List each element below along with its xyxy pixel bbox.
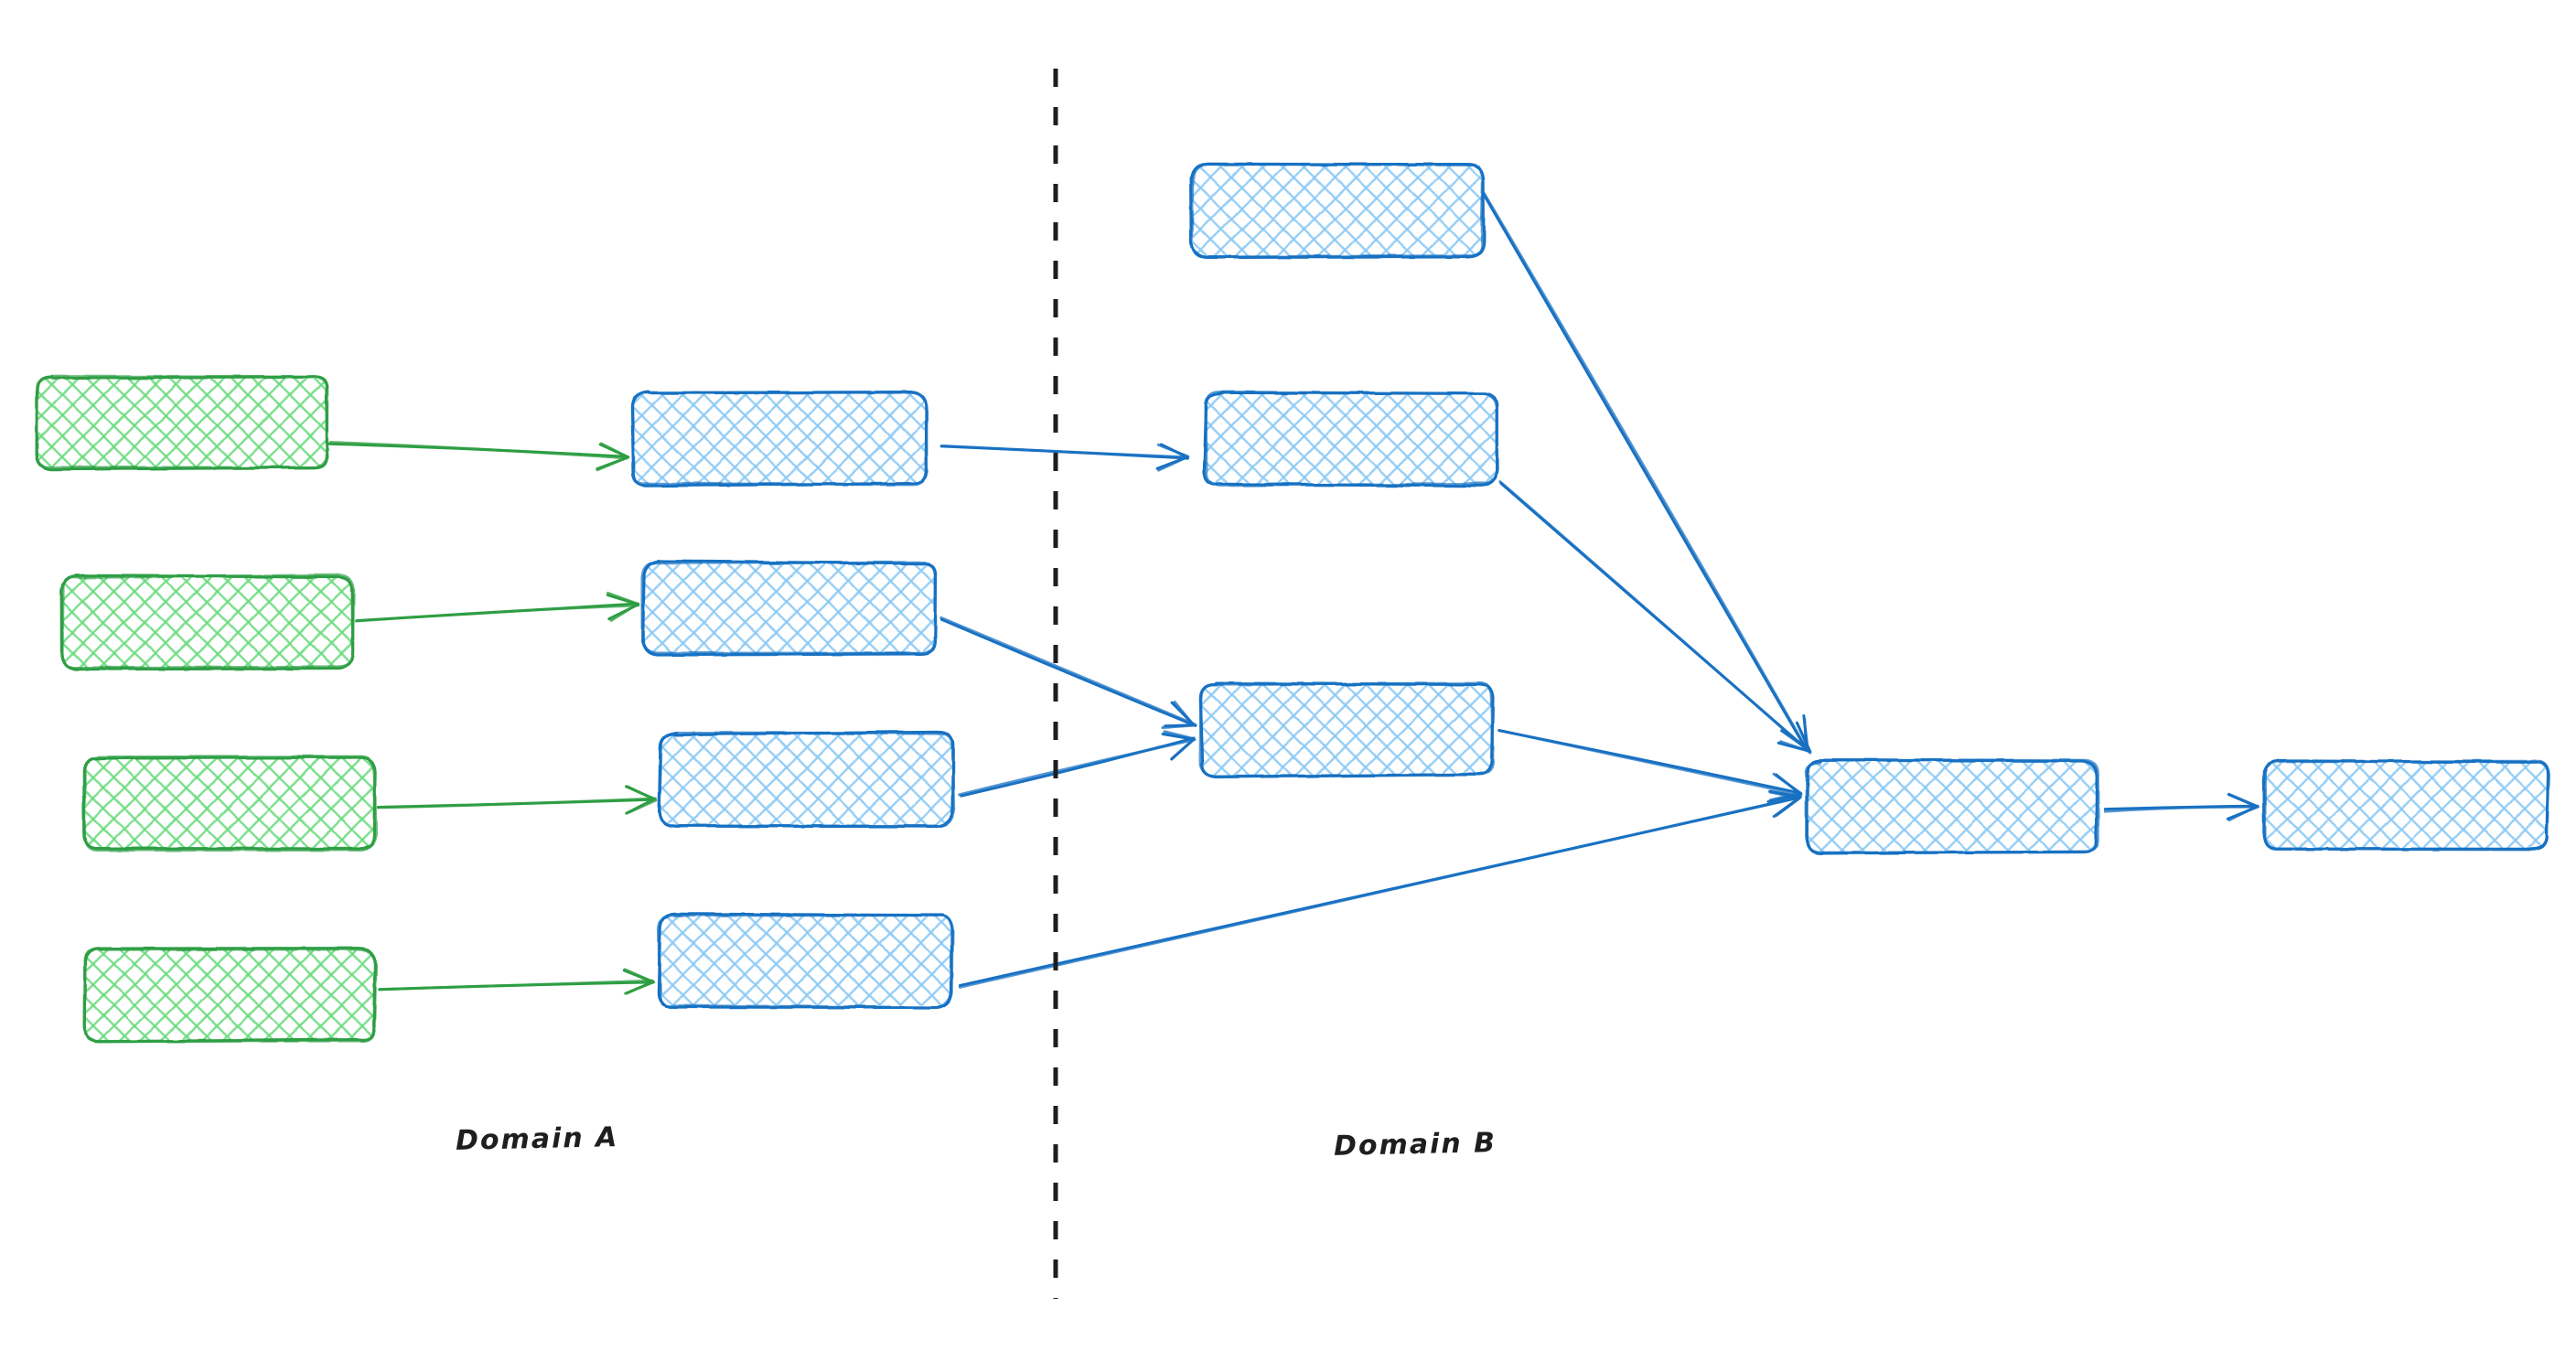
edge-e-a2-b2 bbox=[354, 591, 640, 623]
edge-arrowhead bbox=[1768, 790, 1801, 818]
edge-line bbox=[376, 797, 657, 809]
node-outline bbox=[60, 573, 356, 670]
edge-line bbox=[958, 795, 1801, 989]
domain-b-label: Domain B bbox=[1333, 1127, 1497, 1163]
edge-line bbox=[1482, 191, 1808, 750]
edge-line bbox=[1498, 480, 1812, 755]
edge-arrowhead bbox=[2227, 792, 2259, 822]
node-fill bbox=[1206, 392, 1497, 486]
node-fill bbox=[658, 914, 952, 1006]
node-fill bbox=[1200, 683, 1492, 777]
node-b4[interactable] bbox=[657, 912, 955, 1010]
node-fill bbox=[1192, 165, 1484, 257]
node-outline bbox=[1198, 681, 1495, 779]
node-a1[interactable] bbox=[35, 374, 329, 471]
node-a2[interactable] bbox=[59, 573, 356, 671]
node-b1[interactable] bbox=[630, 390, 928, 488]
edges-layer bbox=[327, 190, 2259, 995]
edge-e-c1-d1 bbox=[1481, 190, 1809, 751]
edge-line bbox=[958, 738, 1197, 797]
node-outline bbox=[82, 755, 379, 852]
edge-line bbox=[2103, 805, 2259, 813]
edge-e-a1-b1 bbox=[327, 440, 630, 472]
edge-e-a3-b3 bbox=[376, 785, 658, 815]
node-fill bbox=[36, 376, 328, 468]
edge-e-b4-d1 bbox=[958, 789, 1802, 989]
node-outline bbox=[1204, 391, 1499, 488]
edge-e-b2-c3 bbox=[939, 616, 1197, 729]
edge-line bbox=[328, 440, 628, 460]
node-outline bbox=[630, 391, 928, 487]
edge-arrowhead bbox=[596, 442, 629, 472]
edge-e-c3-d1 bbox=[1497, 729, 1803, 803]
edge-arrowhead bbox=[1156, 443, 1190, 472]
node-c3[interactable] bbox=[1198, 681, 1496, 779]
node-c1[interactable] bbox=[1189, 162, 1486, 260]
node-outline bbox=[35, 374, 329, 469]
edge-line bbox=[939, 616, 1197, 726]
node-outline bbox=[657, 913, 955, 1010]
node-b3[interactable] bbox=[658, 730, 956, 829]
edge-arrowhead bbox=[1779, 723, 1812, 754]
node-outline bbox=[1190, 162, 1486, 259]
node-e1[interactable] bbox=[2261, 758, 2550, 852]
node-fill bbox=[642, 562, 937, 655]
edge-e-c2-d1 bbox=[1498, 480, 1812, 755]
edge-e-a4-b4 bbox=[378, 968, 656, 995]
node-fill bbox=[61, 575, 354, 669]
node-b2[interactable] bbox=[640, 559, 938, 657]
node-d1[interactable] bbox=[1805, 758, 2100, 855]
edge-line bbox=[940, 444, 1189, 459]
edge-arrowhead bbox=[1163, 730, 1196, 761]
node-a4[interactable] bbox=[82, 947, 378, 1044]
edge-e-b1-c2 bbox=[939, 443, 1190, 472]
node-fill bbox=[83, 949, 376, 1042]
node-outline bbox=[1805, 758, 2100, 854]
domain-a-label: Domain A bbox=[455, 1121, 619, 1157]
edge-arrowhead bbox=[626, 785, 658, 814]
nodes-layer bbox=[35, 162, 2550, 1044]
node-outline bbox=[82, 947, 378, 1044]
edge-arrowhead bbox=[606, 591, 639, 622]
edge-line bbox=[354, 604, 640, 623]
node-outline bbox=[658, 731, 956, 828]
node-fill bbox=[1806, 760, 2098, 852]
edge-line bbox=[378, 979, 654, 991]
edge-line bbox=[1497, 729, 1801, 797]
edge-e-b3-c3 bbox=[958, 730, 1197, 798]
node-fill bbox=[83, 756, 376, 849]
node-fill bbox=[660, 733, 954, 826]
node-outline bbox=[640, 561, 937, 655]
edge-arrowhead bbox=[623, 968, 656, 995]
node-fill bbox=[633, 392, 927, 486]
node-fill bbox=[2264, 761, 2549, 850]
edge-arrowhead bbox=[1768, 772, 1802, 802]
edge-e-d1-e1 bbox=[2103, 792, 2259, 822]
node-c2[interactable] bbox=[1202, 391, 1499, 488]
edge-arrowhead bbox=[1161, 701, 1196, 729]
node-outline bbox=[2263, 758, 2550, 852]
node-a3[interactable] bbox=[82, 755, 379, 852]
